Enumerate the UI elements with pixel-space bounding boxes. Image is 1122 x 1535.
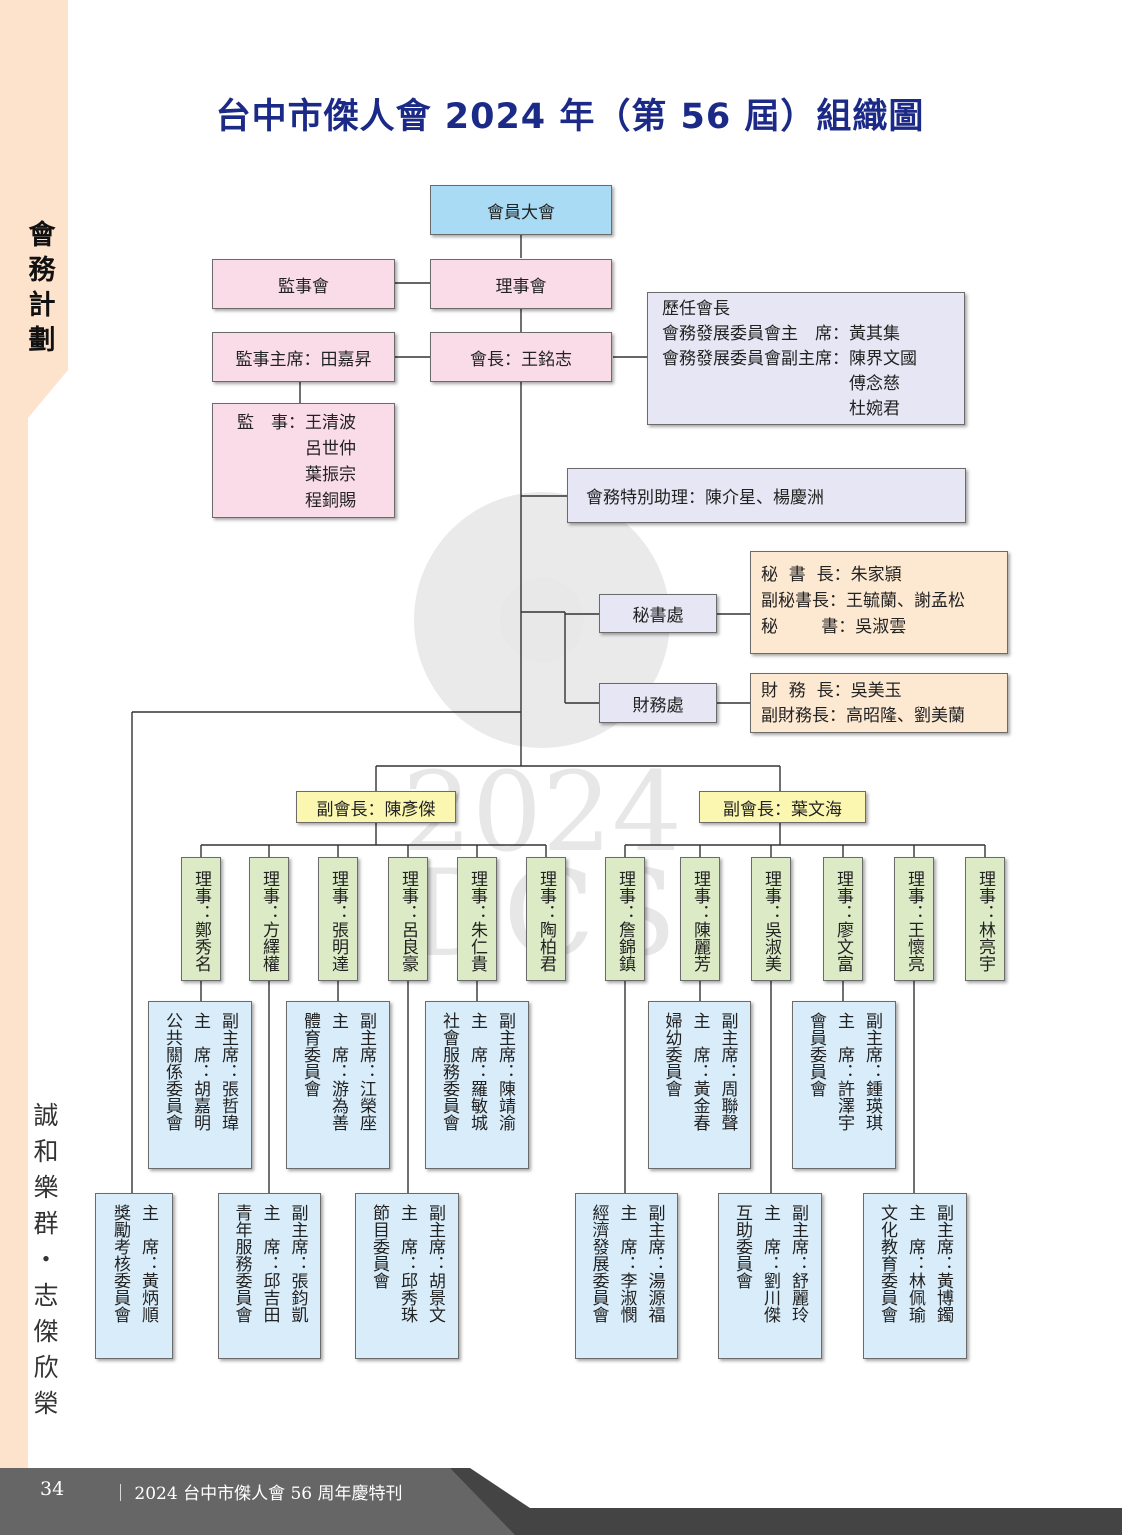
page-title: 台中市傑人會 2024 年（第 56 屆）組織圖 bbox=[215, 97, 925, 137]
board-box: 理事會 bbox=[430, 259, 612, 309]
committee-name: 獎勵考核委員會 bbox=[110, 1204, 130, 1323]
supervisory-board-box: 監事會 bbox=[212, 259, 395, 309]
director-box: 理事：林亮宇 bbox=[965, 857, 1005, 981]
president-box: 會長：王銘志 bbox=[430, 332, 612, 382]
committee-chair: 主 席：胡嘉明 bbox=[190, 1012, 210, 1131]
committee-name: 公共關係委員會 bbox=[162, 1012, 182, 1131]
secretary: 秘 書：吳淑雲 bbox=[761, 617, 907, 637]
page-number: 34 bbox=[40, 1478, 65, 1500]
committee-vice-chair: 副主席：湯源福 bbox=[644, 1204, 665, 1323]
supervisor-name: 呂世仲 bbox=[305, 439, 356, 459]
committee-box: 會員委員會 主 席：許澤宇 副主席：鍾瑛琪 bbox=[792, 1001, 896, 1169]
treasurer: 財 務 長：吳美玉 bbox=[761, 681, 902, 701]
director-box: 理事：鄭秀名 bbox=[181, 857, 221, 981]
committee-vice-chair: 副主席：江榮座 bbox=[356, 1012, 376, 1131]
director-box: 理事：張明達 bbox=[318, 857, 358, 981]
secretariat-box: 秘書處 bbox=[599, 594, 717, 633]
footer-band-dark bbox=[450, 1468, 1122, 1535]
section-title: 會 務 計 劃 bbox=[28, 220, 56, 356]
past-presidents-box: 歷任會長 會務發展委員會主 席：黃其集 會務發展委員會副主席： 陳界文國 傅念慈… bbox=[647, 292, 965, 425]
committee-chair: 主 席：游為善 bbox=[328, 1012, 348, 1131]
director-box: 理事：方繹權 bbox=[249, 857, 289, 981]
committee-vice-chair: 副主席：張哲瑋 bbox=[218, 1012, 238, 1131]
committee-name: 文化教育委員會 bbox=[877, 1204, 897, 1323]
development-vice-chair: 傅念慈 bbox=[849, 374, 900, 394]
committee-box: 經濟發展委員會 主 席：李淑憫 副主席：湯源福 bbox=[575, 1193, 678, 1359]
committee-vice-chair: 副主席：張鈞凱 bbox=[287, 1204, 308, 1323]
secretary-general: 秘 書 長：朱家頴 bbox=[761, 565, 902, 585]
committee-chair: 主 席：李淑憫 bbox=[616, 1204, 637, 1323]
committee-vice-chair: 副主席：周聯聲 bbox=[717, 1012, 738, 1131]
committee-chair: 主 席：邱秀珠 bbox=[397, 1204, 417, 1323]
committee-vice-chair: 副主席：舒麗玲 bbox=[788, 1204, 808, 1323]
director-box: 理事：陳麗芳 bbox=[680, 857, 720, 981]
committee-box: 公共關係委員會 主 席：胡嘉明 副主席：張哲瑋 bbox=[148, 1001, 252, 1169]
committee-box: 體育委員會 主 席：游為善 副主席：江榮座 bbox=[286, 1001, 390, 1169]
committee-vice-chair: 副主席：胡景文 bbox=[425, 1204, 445, 1323]
committee-box: 獎勵考核委員會 主 席：黃炳順 bbox=[95, 1193, 173, 1359]
general-assembly-box: 會員大會 bbox=[430, 185, 612, 235]
committee-chair: 主 席：林佩瑜 bbox=[905, 1204, 925, 1323]
chief-supervisor-box: 監事主席：田嘉昇 bbox=[212, 332, 395, 382]
development-vice-chair: 陳界文國 bbox=[849, 349, 917, 369]
sidebar-band bbox=[0, 0, 68, 1468]
publication-title: ｜ 2024 台中市傑人會 56 周年慶特刊 bbox=[112, 1484, 403, 1504]
deputy-treasurer: 副財務長：高昭隆、劉美蘭 bbox=[761, 706, 965, 726]
supervisor-name: 葉振宗 bbox=[305, 465, 356, 485]
development-chair: 會務發展委員會主 席：黃其集 bbox=[662, 324, 900, 344]
committee-vice-chair: 副主席：鍾瑛琪 bbox=[862, 1012, 882, 1131]
development-vice-chair: 杜婉君 bbox=[849, 399, 900, 419]
committee-name: 社會服務委員會 bbox=[439, 1012, 459, 1131]
committee-box: 文化教育委員會 主 席：林佩瑜 副主席：黃博鐲 bbox=[863, 1193, 967, 1359]
director-box: 理事：吳淑美 bbox=[751, 857, 791, 981]
committee-vice-chair: 副主席：黃博鐲 bbox=[933, 1204, 953, 1323]
committee-chair: 主 席：黃金春 bbox=[689, 1012, 710, 1131]
committee-chair: 主 席：黃炳順 bbox=[138, 1204, 158, 1323]
special-assistant-box: 會務特別助理：陳介星、楊慶洲 bbox=[567, 468, 966, 523]
director-box: 理事：廖文富 bbox=[823, 857, 863, 981]
director-box: 理事：朱仁貴 bbox=[457, 857, 497, 981]
committee-chair: 主 席：許澤宇 bbox=[834, 1012, 854, 1131]
supervisors-label: 監 事： bbox=[237, 413, 305, 433]
committee-name: 體育委員會 bbox=[300, 1012, 320, 1097]
development-vice-label: 會務發展委員會副主席： bbox=[662, 349, 849, 369]
director-box: 理事：詹錦鎮 bbox=[605, 857, 645, 981]
supervisors-box: 監 事： 王清波 呂世仲 葉振宗 程銅賜 bbox=[212, 403, 395, 518]
past-presidents-title: 歷任會長 bbox=[662, 299, 730, 319]
committee-name: 經濟發展委員會 bbox=[588, 1204, 609, 1323]
committee-name: 節目委員會 bbox=[369, 1204, 389, 1289]
finance-box: 財務處 bbox=[599, 683, 717, 723]
committee-name: 互助委員會 bbox=[732, 1204, 752, 1289]
committee-name: 會員委員會 bbox=[806, 1012, 826, 1097]
committee-chair: 主 席：邱吉田 bbox=[259, 1204, 280, 1323]
committee-box: 青年服務委員會 主 席：邱吉田 副主席：張鈞凱 bbox=[218, 1193, 321, 1359]
committee-vice-chair: 副主席：陳靖渝 bbox=[495, 1012, 515, 1131]
motto: 誠 和 樂 群 ・ 志 傑 欣 榮 bbox=[33, 1101, 59, 1418]
committee-chair: 主 席：羅敏城 bbox=[467, 1012, 487, 1131]
supervisor-name: 程銅賜 bbox=[305, 491, 356, 511]
committee-name: 青年服務委員會 bbox=[231, 1204, 252, 1323]
finance-detail-box: 財 務 長：吳美玉 副財務長：高昭隆、劉美蘭 bbox=[750, 673, 1008, 733]
committee-chair: 主 席：劉川傑 bbox=[760, 1204, 780, 1323]
committee-box: 節目委員會 主 席：邱秀珠 副主席：胡景文 bbox=[355, 1193, 459, 1359]
committee-box: 互助委員會 主 席：劉川傑 副主席：舒麗玲 bbox=[718, 1193, 822, 1359]
committee-box: 社會服務委員會 主 席：羅敏城 副主席：陳靖渝 bbox=[425, 1001, 529, 1169]
vice-president-box: 副會長：葉文海 bbox=[699, 791, 866, 823]
director-box: 理事：呂良豪 bbox=[388, 857, 428, 981]
committee-box: 婦幼委員會 主 席：黃金春 副主席：周聯聲 bbox=[648, 1001, 751, 1169]
deputy-secretary-general: 副秘書長：王毓蘭、謝孟松 bbox=[761, 591, 965, 611]
secretariat-detail-box: 秘 書 長：朱家頴 副秘書長：王毓蘭、謝孟松 秘 書：吳淑雲 bbox=[750, 551, 1008, 654]
supervisor-name: 王清波 bbox=[305, 413, 356, 433]
committee-name: 婦幼委員會 bbox=[661, 1012, 682, 1097]
director-box: 理事：陶柏君 bbox=[526, 857, 566, 981]
vice-president-box: 副會長：陳彥傑 bbox=[296, 791, 456, 823]
director-box: 理事：王懷亮 bbox=[894, 857, 934, 981]
